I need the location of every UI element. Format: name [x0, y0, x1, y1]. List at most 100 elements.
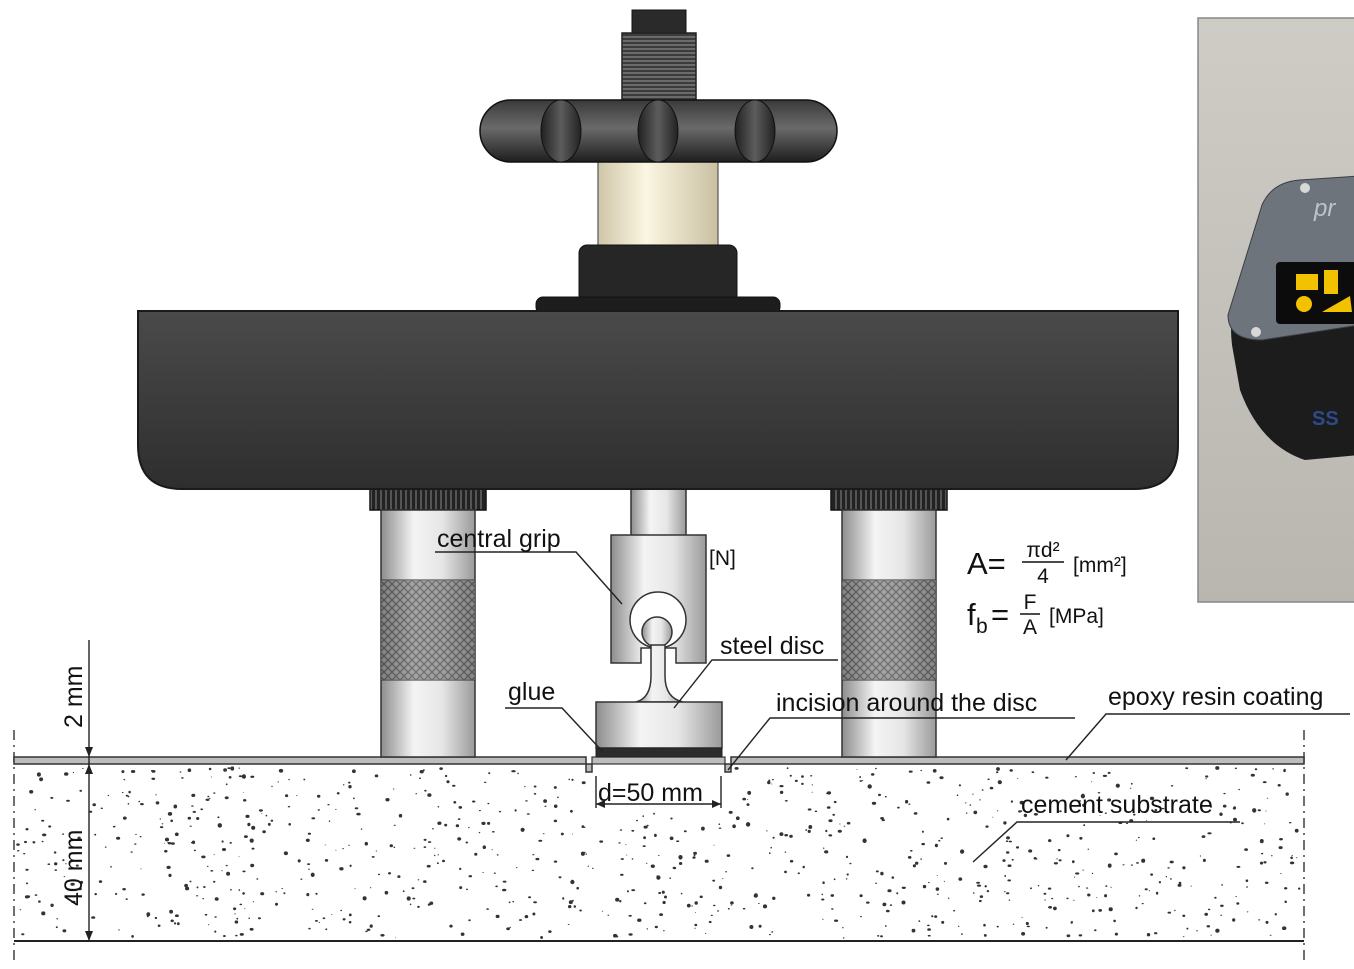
speckle: [976, 884, 982, 887]
speckle: [1105, 885, 1108, 887]
speckle: [213, 880, 216, 883]
speckle: [397, 875, 401, 878]
speckle: [842, 937, 845, 939]
speckle: [306, 893, 310, 897]
speckle: [1087, 893, 1091, 897]
speckle: [807, 829, 811, 834]
speckle: [217, 816, 220, 819]
speckle: [24, 895, 30, 899]
speckle: [1233, 806, 1236, 809]
speckle: [830, 894, 835, 897]
speckle: [1113, 919, 1116, 923]
speckle: [114, 893, 118, 895]
speckle: [1259, 839, 1264, 844]
speckle: [442, 859, 445, 863]
speckle: [331, 914, 333, 915]
speckle: [19, 909, 22, 911]
speckle: [746, 799, 749, 800]
speckle: [1279, 838, 1283, 841]
speckle: [511, 770, 516, 773]
handwheel-grip-2: [637, 99, 679, 163]
speckle: [631, 889, 636, 892]
speckle: [1298, 887, 1301, 890]
speckle: [187, 816, 191, 820]
speckle: [159, 826, 164, 829]
speckle: [1045, 926, 1048, 929]
speckle: [1155, 891, 1159, 895]
speckle: [474, 852, 478, 856]
speckle: [920, 858, 922, 860]
speckle: [1169, 860, 1174, 864]
speckle: [29, 790, 34, 794]
speckle: [1135, 906, 1138, 910]
speckle: [734, 767, 739, 770]
speckle: [1015, 846, 1020, 849]
speckle: [225, 783, 228, 786]
speckle: [307, 832, 311, 835]
speckle: [978, 899, 982, 903]
speckle: [613, 933, 618, 938]
speckle: [1295, 857, 1298, 859]
speckle: [1043, 892, 1047, 895]
aggregate-speckles: [16, 766, 1301, 939]
speckle: [1269, 934, 1272, 936]
speckle: [1291, 855, 1293, 857]
speckle: [1115, 783, 1120, 788]
speckle: [965, 812, 968, 814]
speckle: [297, 859, 301, 863]
speckle: [482, 872, 484, 873]
speckle: [560, 832, 564, 836]
speckle: [16, 843, 20, 846]
speckle: [1207, 908, 1211, 911]
speckle: [325, 928, 328, 931]
speckle: [167, 812, 173, 816]
speckle: [315, 892, 318, 895]
speckle: [779, 790, 784, 795]
speckle: [918, 920, 921, 922]
speckle: [548, 930, 552, 933]
speckle: [1095, 897, 1098, 898]
speckle: [654, 925, 658, 929]
speckle: [385, 798, 390, 802]
speckle: [318, 921, 321, 923]
speckle: [1165, 876, 1168, 878]
speckle: [837, 829, 842, 833]
speckle: [1066, 897, 1069, 900]
speckle: [249, 838, 254, 843]
speckle: [1086, 887, 1089, 889]
speckle: [308, 927, 311, 930]
speckle: [1130, 782, 1133, 785]
speckle: [1064, 803, 1067, 805]
speckle: [784, 851, 787, 853]
speckle: [127, 803, 130, 805]
speckle: [1033, 857, 1037, 860]
speckle: [1125, 822, 1129, 825]
speckle: [491, 849, 493, 851]
speckle: [542, 833, 545, 835]
speckle: [1261, 852, 1264, 855]
speckle: [909, 850, 913, 852]
speckle: [1082, 869, 1084, 871]
speckle: [375, 850, 378, 852]
speckle: [934, 843, 939, 848]
speckle: [969, 804, 972, 806]
speckle: [1004, 875, 1007, 877]
speckle: [429, 901, 434, 905]
steel-disc: [595, 701, 723, 758]
speckle: [1097, 792, 1101, 794]
speckle: [167, 841, 169, 844]
speckle: [1059, 810, 1062, 813]
device-screw-bottom: [1251, 327, 1261, 337]
speckle: [807, 893, 811, 897]
speckle: [1223, 792, 1226, 795]
strength-lhs: f: [967, 597, 976, 632]
speckle: [1146, 933, 1151, 937]
speckle: [236, 917, 239, 920]
speckle: [380, 934, 385, 937]
glue-leader: [505, 707, 604, 753]
speckle: [718, 823, 721, 825]
speckle: [25, 868, 29, 871]
speckle: [75, 864, 79, 867]
speckle: [626, 890, 629, 893]
